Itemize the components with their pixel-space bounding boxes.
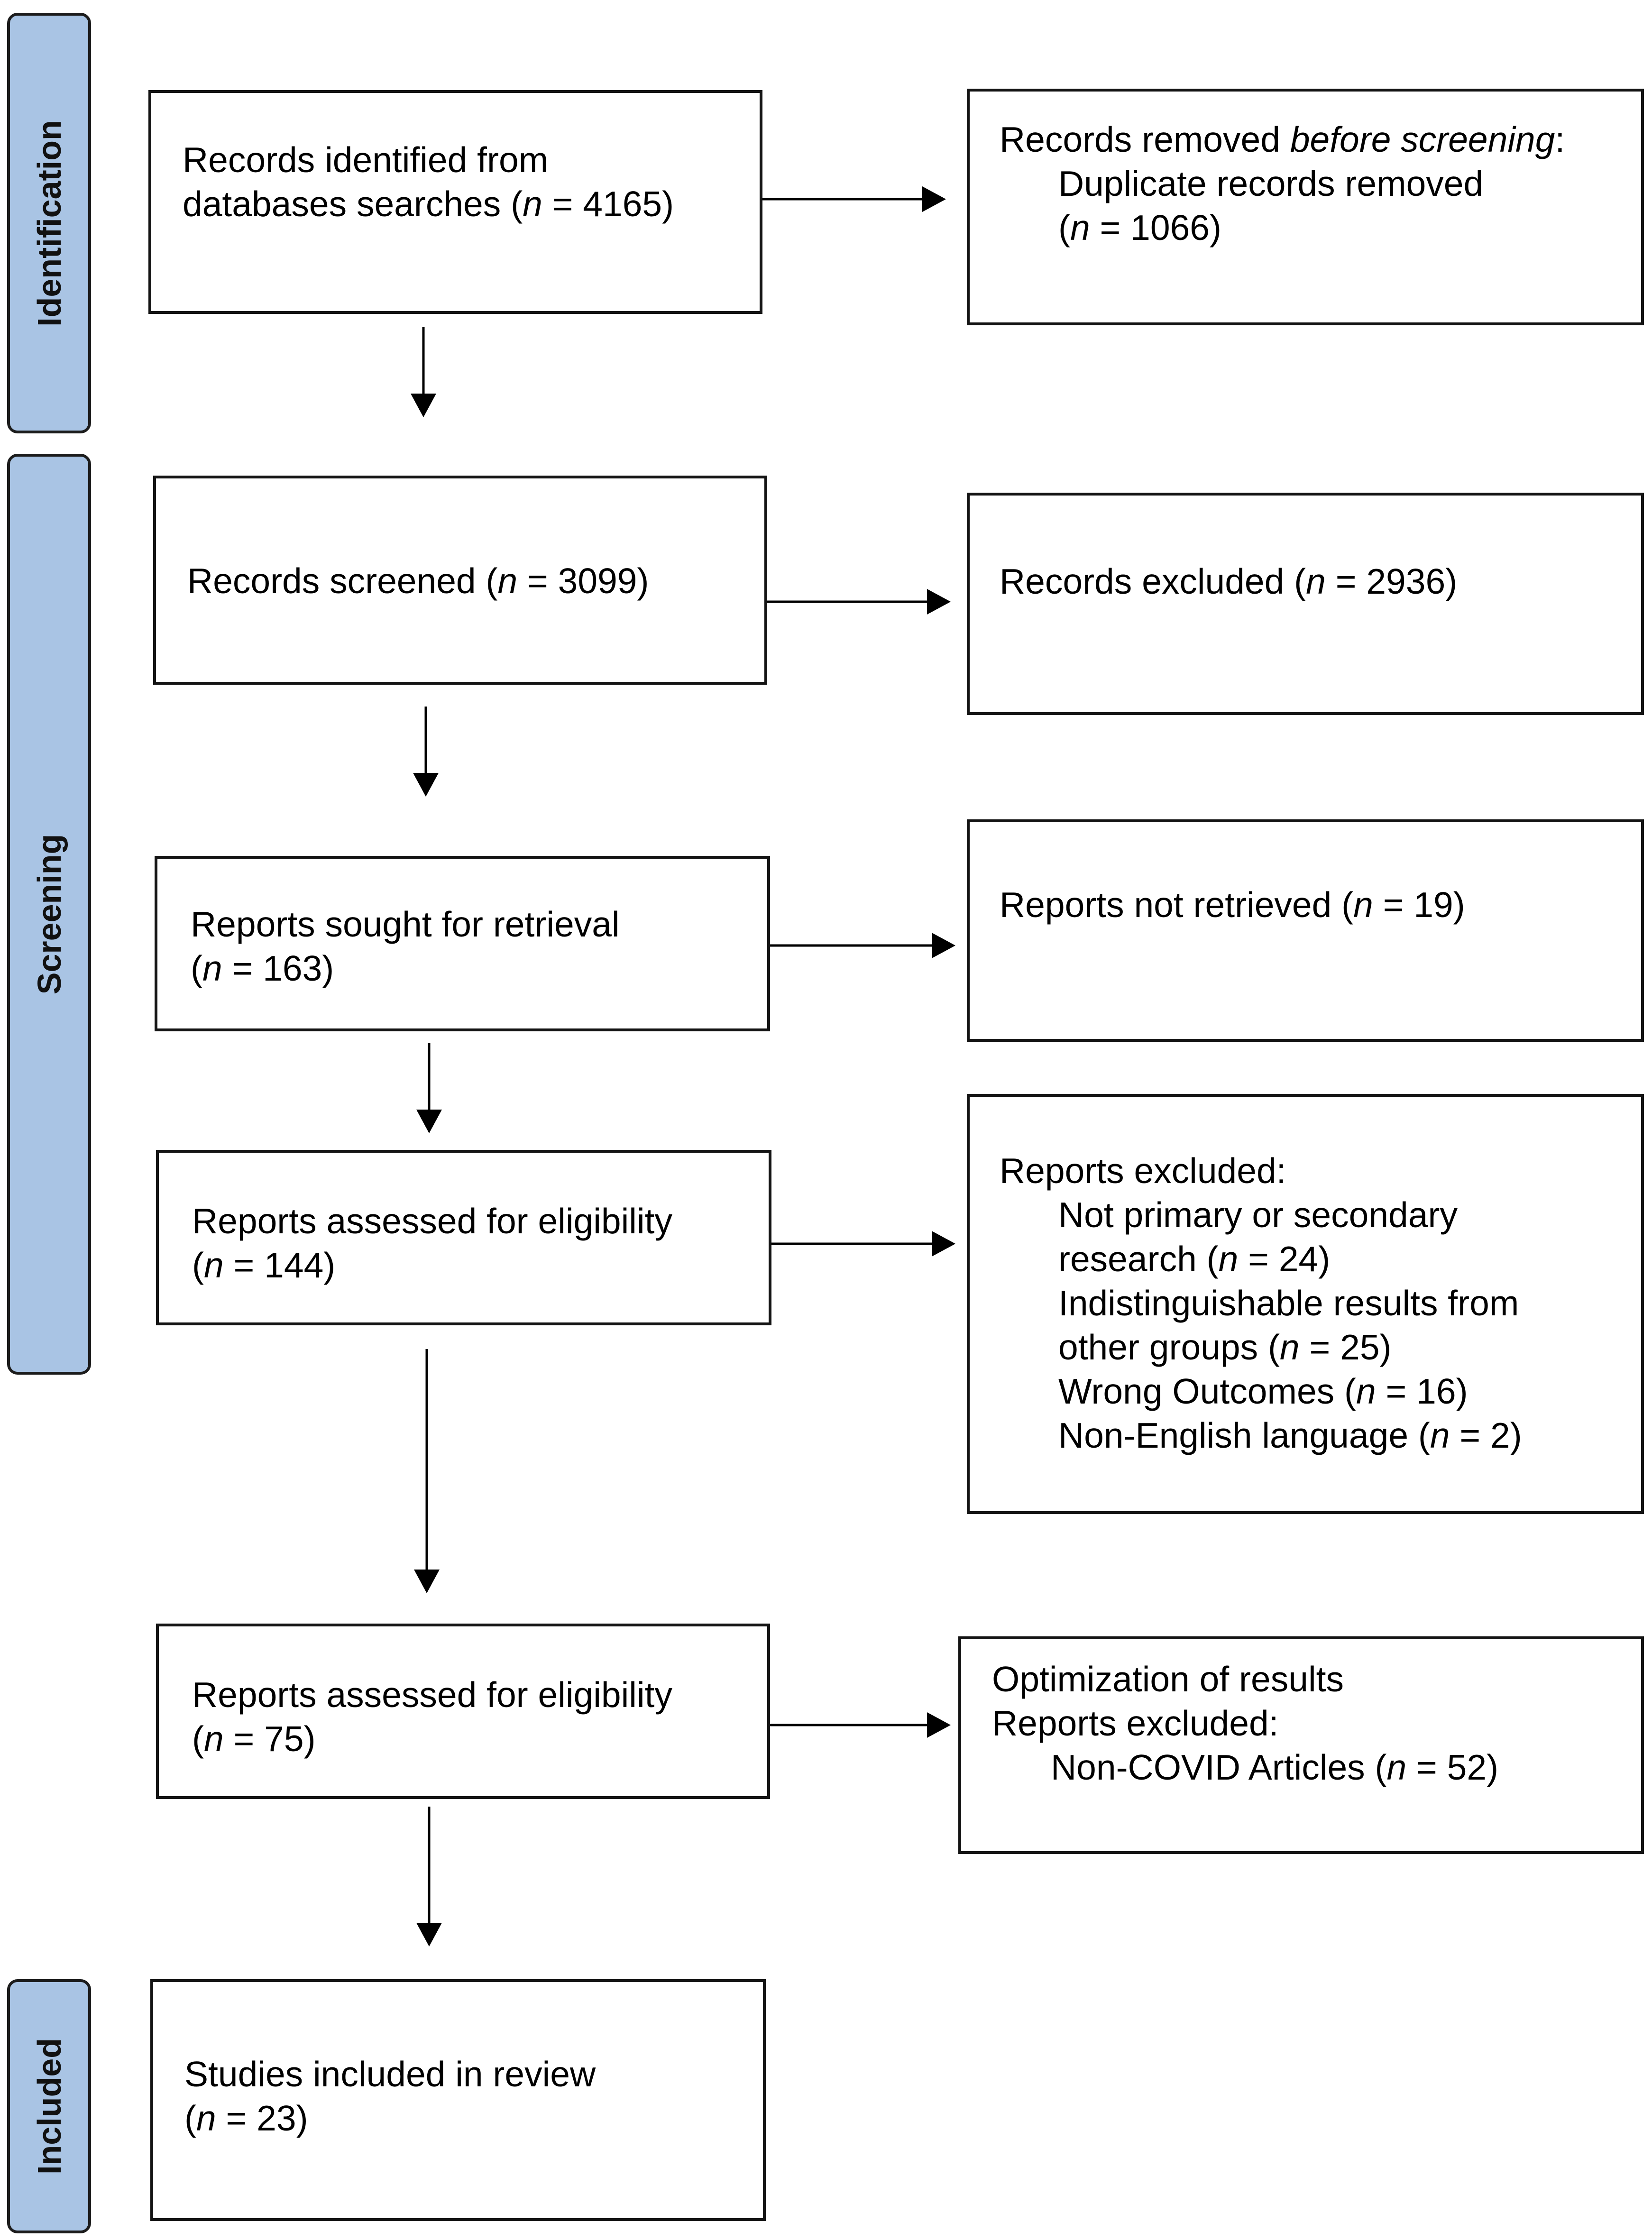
studies-included-line2: (n = 23): [184, 2098, 308, 2138]
exclusion-reason-1-line2: research (n = 24): [1058, 1239, 1331, 1279]
records-removed-line2: Duplicate records removed: [1058, 164, 1484, 203]
arrow-sought-to-assessed: [416, 1043, 442, 1133]
reports-sought-line2: (n = 163): [191, 948, 334, 988]
reports-not-retrieved-line: Reports not retrieved (n = 19): [1000, 885, 1465, 925]
records-excluded-line: Records excluded (n = 2936): [1000, 561, 1458, 601]
records-removed-line3: (n = 1066): [1058, 208, 1221, 248]
reports-assessed-144-line1: Reports assessed for eligibility: [192, 1201, 672, 1241]
reports-excluded-text: Reports excluded: Not primary or seconda…: [1000, 1149, 1632, 1458]
reports-excluded-box: Reports excluded: Not primary or seconda…: [967, 1094, 1644, 1514]
arrow-assessed-75-to-included: [416, 1807, 442, 1946]
reports-sought-text: Reports sought for retrieval (n = 163): [191, 902, 758, 991]
records-removed-line1: Records removed before screening:: [1000, 119, 1565, 159]
arrow-identified-to-removed: [762, 186, 946, 212]
reports-assessed-75-box: Reports assessed for eligibility (n = 75…: [156, 1624, 770, 1799]
arrow-sought-to-not-retrieved: [770, 933, 955, 958]
reports-assessed-75-text: Reports assessed for eligibility (n = 75…: [192, 1673, 758, 1761]
arrow-assessed-to-optimization: [770, 1712, 951, 1738]
arrow-assessed-144-to-assessed-75: [414, 1349, 440, 1593]
records-identified-line2: databases searches (n = 4165): [183, 184, 674, 224]
reports-assessed-144-box: Reports assessed for eligibility (n = 14…: [156, 1150, 771, 1325]
optimization-line1: Optimization of results: [992, 1659, 1344, 1699]
arrow-identified-to-screened: [411, 327, 436, 417]
exclusion-reason-1-line1: Not primary or secondary: [1058, 1195, 1458, 1235]
phase-screening: Screening: [7, 454, 91, 1375]
arrow-screened-to-sought: [413, 707, 439, 797]
records-screened-line: Records screened (n = 3099): [187, 561, 649, 601]
records-excluded-box: Records excluded (n = 2936): [967, 493, 1644, 715]
records-removed-text: Records removed before screening: Duplic…: [1000, 118, 1632, 250]
records-screened-text: Records screened (n = 3099): [187, 559, 755, 603]
reports-not-retrieved-text: Reports not retrieved (n = 19): [1000, 883, 1632, 927]
arrow-assessed-to-excluded: [771, 1231, 955, 1257]
reports-not-retrieved-box: Reports not retrieved (n = 19): [967, 819, 1644, 1042]
records-removed-box: Records removed before screening: Duplic…: [967, 89, 1644, 325]
records-excluded-text: Records excluded (n = 2936): [1000, 560, 1632, 604]
records-identified-text: Records identified from databases search…: [183, 138, 750, 226]
optimization-line2: Reports excluded:: [992, 1703, 1279, 1743]
phase-included: Included: [7, 1979, 91, 2233]
arrow-screened-to-excluded: [767, 589, 951, 615]
reports-excluded-heading: Reports excluded:: [1000, 1151, 1286, 1191]
phase-identification: Identification: [7, 13, 91, 433]
studies-included-box: Studies included in review (n = 23): [150, 1979, 766, 2221]
reports-assessed-144-line2: (n = 144): [192, 1245, 336, 1285]
reports-sought-box: Reports sought for retrieval (n = 163): [155, 856, 770, 1031]
optimization-box: Optimization of results Reports excluded…: [958, 1636, 1644, 1854]
records-screened-box: Records screened (n = 3099): [153, 476, 767, 685]
reports-assessed-75-line2: (n = 75): [192, 1719, 316, 1759]
studies-included-line1: Studies included in review: [184, 2054, 596, 2094]
exclusion-reason-2-line2: other groups (n = 25): [1058, 1327, 1392, 1367]
optimization-text: Optimization of results Reports excluded…: [992, 1657, 1632, 1790]
records-identified-box: Records identified from databases search…: [148, 90, 762, 314]
reports-assessed-144-text: Reports assessed for eligibility (n = 14…: [192, 1199, 759, 1287]
reports-sought-line1: Reports sought for retrieval: [191, 904, 620, 944]
exclusion-reason-2-line1: Indistinguishable results from: [1058, 1283, 1519, 1323]
exclusion-reason-4: Non-English language (n = 2): [1058, 1415, 1522, 1455]
optimization-line3: Non-COVID Articles (n = 52): [1051, 1747, 1499, 1787]
reports-assessed-75-line1: Reports assessed for eligibility: [192, 1675, 672, 1715]
exclusion-reason-3: Wrong Outcomes (n = 16): [1058, 1371, 1468, 1411]
records-identified-line1: Records identified from: [183, 140, 549, 180]
studies-included-text: Studies included in review (n = 23): [184, 2052, 753, 2140]
